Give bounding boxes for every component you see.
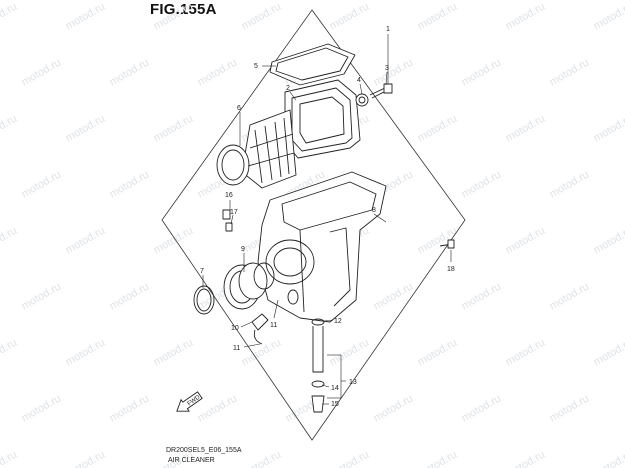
diamond-frame xyxy=(161,9,466,441)
watermark-text: motod.ru xyxy=(504,224,548,256)
callout-11-lower: 11 xyxy=(233,345,240,352)
watermark-text: motod.ru xyxy=(504,0,548,32)
filter-element-part xyxy=(284,79,361,159)
watermark-text: motod.ru xyxy=(416,448,460,468)
screw-part xyxy=(439,239,455,249)
callout-6: 6 xyxy=(237,105,241,112)
watermark-text: motod.ru xyxy=(0,0,19,32)
watermark-text: motod.ru xyxy=(328,448,372,468)
callout-9: 9 xyxy=(241,246,245,253)
watermark-text: motod.ru xyxy=(372,280,416,312)
watermark-text: motod.ru xyxy=(108,280,152,312)
watermark-text: motod.ru xyxy=(64,448,108,468)
watermark-text: motod.ru xyxy=(548,392,592,424)
callout-12: 12 xyxy=(334,318,342,325)
watermark-text: motod.ru xyxy=(152,0,196,32)
small-pipe-part xyxy=(251,313,269,345)
watermark-text: motod.ru xyxy=(0,448,19,468)
watermark-text: motod.ru xyxy=(460,56,504,88)
callout-1: 1 xyxy=(386,26,390,33)
callout-16: 16 xyxy=(225,192,233,199)
watermark-text: motod.ru xyxy=(372,56,416,88)
watermark-text: motod.ru xyxy=(64,112,108,144)
watermark-text: motod.ru xyxy=(548,168,592,200)
watermark-text: motod.ru xyxy=(592,112,625,144)
watermark-text: motod.ru xyxy=(416,112,460,144)
watermark-text: motod.ru xyxy=(20,392,64,424)
watermark-text: motod.ru xyxy=(460,280,504,312)
figure-title: FIG.155A xyxy=(150,1,217,18)
watermark-text: motod.ru xyxy=(152,336,196,368)
watermark-text: motod.ru xyxy=(548,56,592,88)
callout-17: 17 xyxy=(230,209,238,216)
watermark-text: motod.ru xyxy=(460,392,504,424)
hose-clamp-part xyxy=(193,285,215,315)
watermark-text: motod.ru xyxy=(592,448,625,468)
watermark-text: motod.ru xyxy=(0,112,19,144)
drain-tube-part xyxy=(311,318,325,413)
watermark-text: motod.ru xyxy=(592,336,625,368)
watermark-text: motod.ru xyxy=(196,56,240,88)
gasket-plate-part xyxy=(269,43,356,86)
callout-4: 4 xyxy=(357,77,361,84)
watermark-text: motod.ru xyxy=(504,336,548,368)
intake-boot-part xyxy=(223,262,275,310)
watermark-text: motod.ru xyxy=(548,280,592,312)
diagram-name: AIR CLEANER xyxy=(168,457,215,464)
watermark-text: motod.ru xyxy=(240,0,284,32)
watermark-text: motod.ru xyxy=(240,336,284,368)
callout-2: 2 xyxy=(286,85,290,92)
watermark-text: motod.ru xyxy=(416,0,460,32)
watermark-text: motod.ru xyxy=(328,0,372,32)
filter-cage-part xyxy=(216,109,297,189)
callout-3: 3 xyxy=(385,65,389,72)
watermark-text: motod.ru xyxy=(20,168,64,200)
watermark-text: motod.ru xyxy=(196,392,240,424)
watermark-text: motod.ru xyxy=(592,224,625,256)
callout-11-upper: 11 xyxy=(270,322,277,329)
air-cleaner-case-part xyxy=(257,171,387,323)
watermark-text: motod.ru xyxy=(108,168,152,200)
watermark-text: motod.ru xyxy=(240,448,284,468)
watermark-text: motod.ru xyxy=(108,56,152,88)
callout-18: 18 xyxy=(447,266,455,273)
callout-5: 5 xyxy=(254,63,258,70)
watermark-text: motod.ru xyxy=(108,392,152,424)
watermark-text: motod.ru xyxy=(504,448,548,468)
watermark-text: motod.ru xyxy=(592,0,625,32)
watermark-text: motod.ru xyxy=(20,56,64,88)
watermark-text: motod.ru xyxy=(0,224,19,256)
watermark-text: motod.ru xyxy=(64,0,108,32)
callout-labels: 1 2 3 4 5 6 7 8 9 10 11 11 12 13 14 15 1… xyxy=(200,26,455,408)
callout-13: 13 xyxy=(349,379,357,386)
watermark-text: motod.ru xyxy=(64,224,108,256)
watermark-text: motod.ru xyxy=(504,112,548,144)
watermark-text: motod.ru xyxy=(372,392,416,424)
watermark-text: motod.ru xyxy=(152,112,196,144)
diagram-code: DR200SEL5_E06_155A xyxy=(166,447,242,454)
watermark-text: motod.ru xyxy=(152,224,196,256)
callout-15: 15 xyxy=(331,401,339,408)
grommet-part xyxy=(355,93,369,107)
leader-lines xyxy=(202,34,452,405)
watermark-text: motod.ru xyxy=(20,280,64,312)
callout-14: 14 xyxy=(331,385,339,392)
small-fitting-parts xyxy=(222,209,233,232)
watermark-text: motod.ru xyxy=(64,336,108,368)
watermark-text: motod.ru xyxy=(0,336,19,368)
watermark-text: motod.ru xyxy=(416,336,460,368)
callout-8: 8 xyxy=(372,207,376,214)
callout-10: 10 xyxy=(231,325,239,332)
callout-7: 7 xyxy=(200,268,204,275)
watermark-text: motod.ru xyxy=(460,168,504,200)
